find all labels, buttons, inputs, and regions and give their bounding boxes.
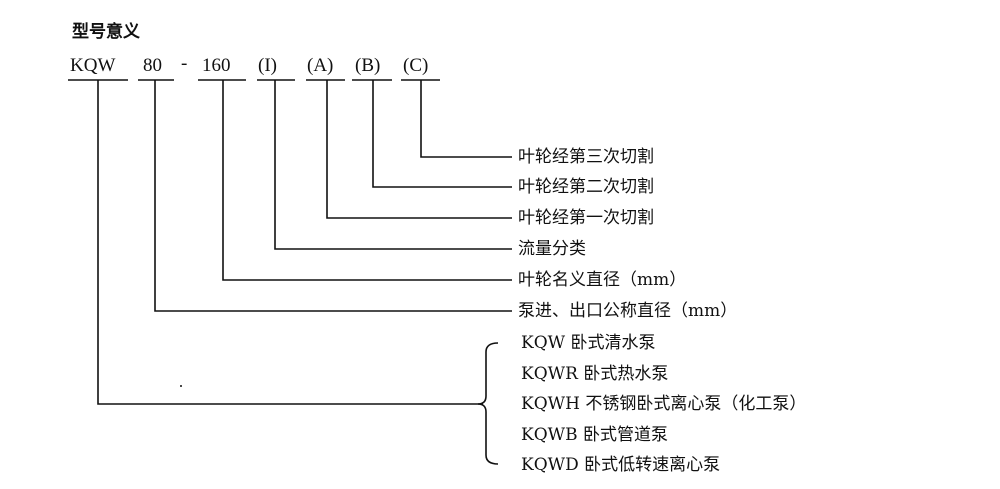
code-cut-c: (C)	[403, 55, 429, 76]
type-item: KQWB 卧式管道泵	[521, 425, 669, 445]
code-cut-a: (A)	[307, 55, 334, 76]
code-dash: -	[181, 53, 188, 74]
type-item: KQW 卧式清水泵	[521, 333, 656, 353]
code-series: KQW	[70, 55, 116, 76]
type-item: KQWD 卧式低转速离心泵	[521, 455, 721, 475]
leader-cut-c	[420, 80, 512, 158]
leader-cut-a	[326, 80, 512, 219]
stray-dot	[180, 385, 182, 387]
label-port: 泵进、出口公称直径（mm）	[518, 301, 738, 321]
label-cut-b: 叶轮经第二次切割	[518, 177, 654, 197]
label-flow: 流量分类	[518, 239, 586, 259]
leader-port	[154, 80, 512, 312]
code-impeller-diameter: 160	[202, 55, 231, 76]
label-cut-a: 叶轮经第一次切割	[518, 208, 654, 228]
type-item: KQWH 不锈钢卧式离心泵（化工泵）	[521, 394, 807, 414]
leader-impeller	[222, 80, 512, 281]
label-impeller: 叶轮名义直径（mm）	[518, 270, 687, 290]
code-port-diameter: 80	[143, 55, 162, 76]
leader-flow	[274, 80, 512, 250]
diagram-title: 型号意义	[72, 22, 140, 42]
types-brace	[477, 342, 499, 465]
type-item: KQWR 卧式热水泵	[521, 364, 669, 384]
code-cut-b: (B)	[355, 55, 381, 76]
label-cut-c: 叶轮经第三次切割	[518, 147, 654, 167]
leader-series	[97, 80, 483, 405]
code-flow-class: (I)	[258, 55, 277, 76]
leader-cut-b	[372, 80, 512, 188]
